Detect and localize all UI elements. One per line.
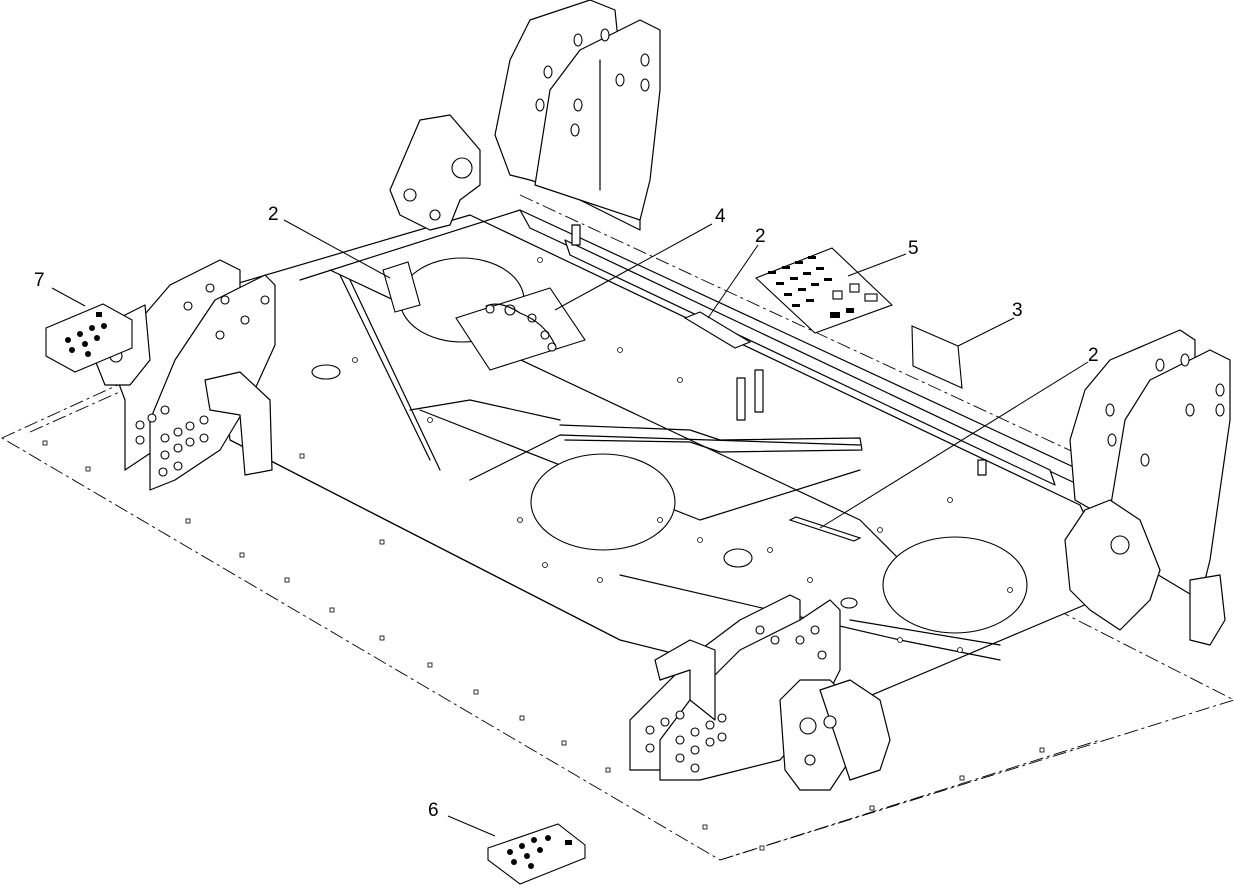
decal-strip-2a bbox=[382, 261, 421, 313]
decal-strip-2b bbox=[683, 311, 752, 349]
decal-3 bbox=[911, 325, 963, 389]
callout-2-lower-right: 2 bbox=[1088, 345, 1099, 366]
decal-4 bbox=[455, 287, 586, 371]
callout-2-upper-left: 2 bbox=[268, 204, 279, 225]
decal-5 bbox=[754, 247, 894, 334]
callout-3: 3 bbox=[1012, 300, 1023, 321]
callout-6: 6 bbox=[428, 800, 439, 821]
decal-strip-2c bbox=[788, 516, 862, 542]
decal-6 bbox=[487, 823, 586, 885]
hitch-plates-left bbox=[94, 259, 276, 491]
callout-labels: 2 4 2 5 3 2 7 6 bbox=[34, 204, 1099, 821]
frame-posts bbox=[571, 224, 987, 476]
callout-5: 5 bbox=[908, 238, 919, 259]
callout-2-middle: 2 bbox=[755, 226, 766, 247]
callout-4: 4 bbox=[715, 206, 726, 227]
hitch-hole-grid-left bbox=[135, 283, 270, 477]
hitch-plates-right bbox=[629, 594, 891, 791]
leader-lines bbox=[51, 219, 1089, 837]
decal-7 bbox=[45, 303, 133, 373]
floor-rivet-dots bbox=[42, 257, 1045, 851]
upright-bracket-right bbox=[1064, 329, 1231, 646]
callout-7: 7 bbox=[34, 270, 45, 291]
frame-rails bbox=[519, 194, 1091, 491]
hitch-hole-grid-right bbox=[645, 625, 827, 773]
upright-bracket-rear bbox=[389, 0, 661, 231]
